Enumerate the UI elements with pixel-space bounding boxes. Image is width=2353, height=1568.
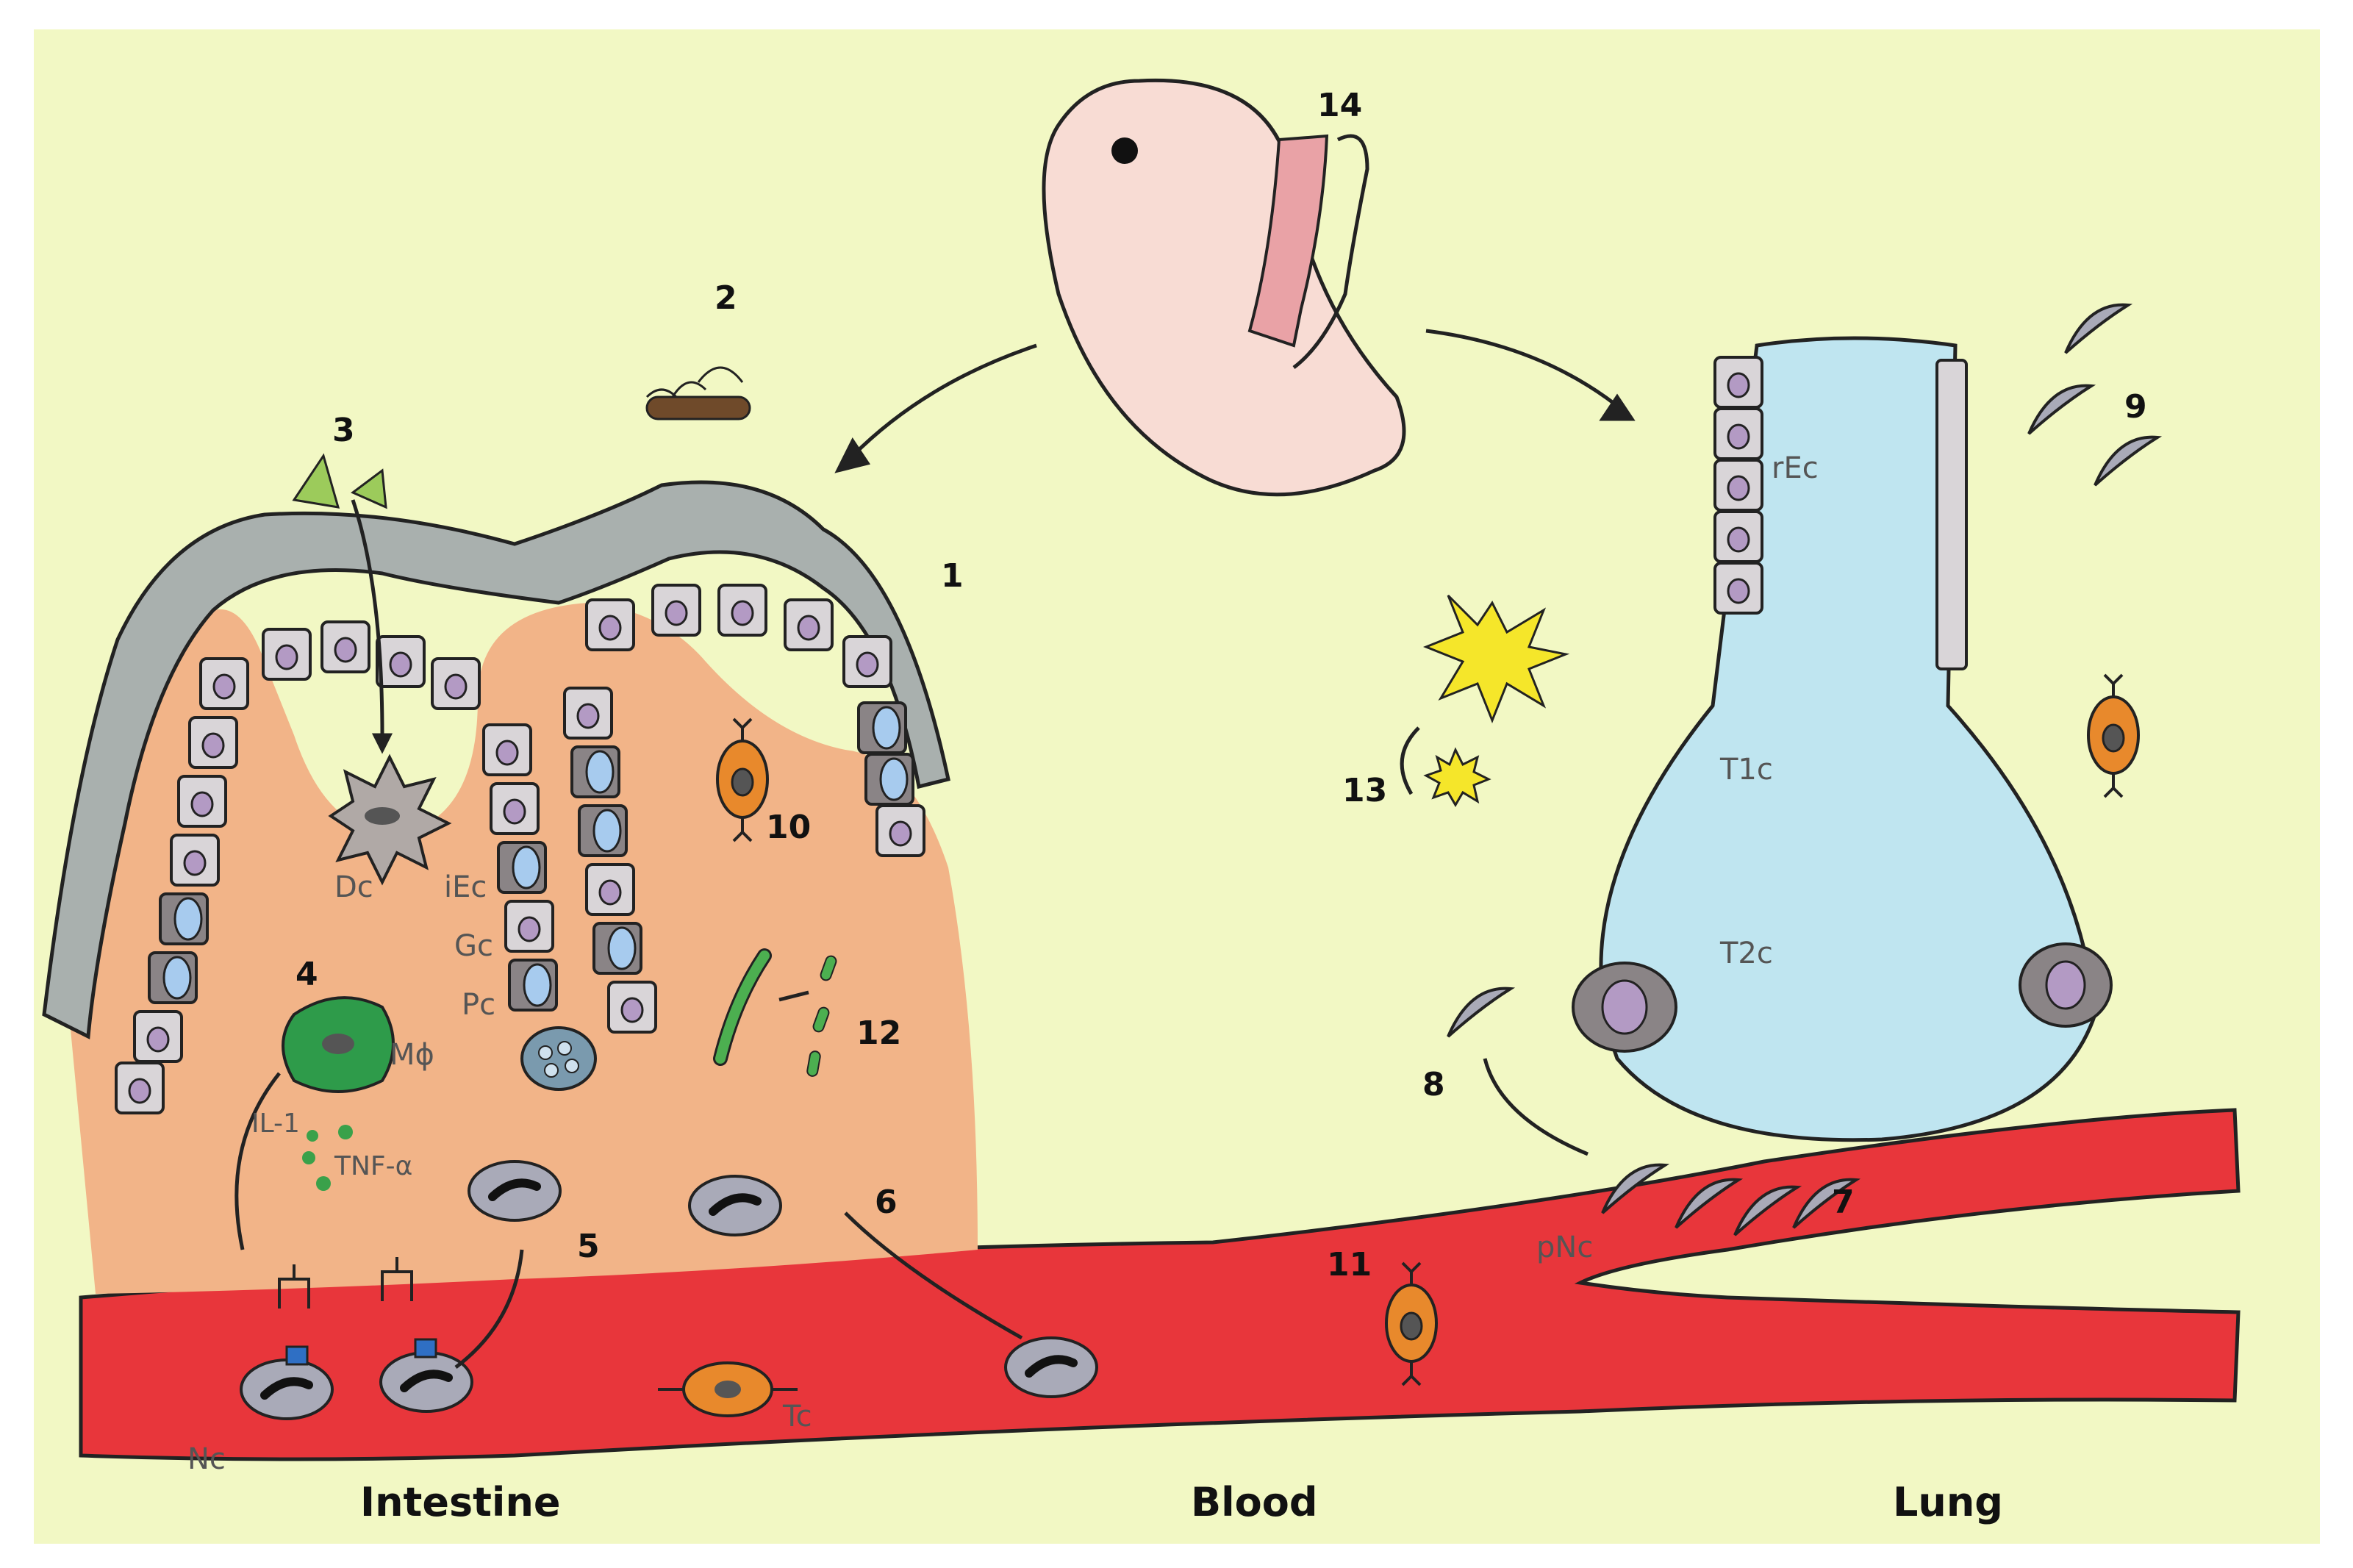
label-mphi: Mɸ [390, 1038, 434, 1072]
label-t1c: T1c [1719, 753, 1773, 787]
num-11: 11 [1327, 1246, 1372, 1284]
label-pc: Pc [462, 988, 495, 1022]
cell-labels: Dc iEc Gc Pc Mɸ IL-1 TNF-α Nc Tc pNc rEc… [187, 451, 1819, 1476]
lung-alveolus [1572, 336, 2113, 1142]
num-5: 5 [577, 1228, 600, 1265]
t2c-cell-left [1572, 962, 1677, 1053]
microbe-rod-icon [713, 948, 837, 1077]
label-gc: Gc [454, 929, 493, 963]
label-iec: iEc [444, 870, 487, 904]
region-blood: Blood [1191, 1479, 1318, 1525]
region-lung: Lung [1893, 1479, 2003, 1525]
num-9: 9 [2124, 388, 2147, 426]
crypt-cells-middle [482, 687, 657, 1091]
num-10: 10 [766, 809, 811, 846]
arrows [234, 329, 1636, 1369]
num-2: 2 [715, 279, 737, 317]
num-1: 1 [941, 557, 964, 595]
label-tc: Tc [782, 1400, 812, 1433]
num-14: 14 [1317, 87, 1362, 124]
numbers: 14 2 3 1 9 10 4 12 13 8 7 6 5 11 [296, 87, 2147, 1284]
bacterium-icon [645, 366, 751, 420]
label-pnc: pNc [1536, 1231, 1593, 1264]
num-6: 6 [875, 1184, 898, 1221]
fetus-icon [1042, 78, 1406, 497]
label-il1: IL-1 [251, 1109, 300, 1139]
paneth-cell [520, 1026, 597, 1091]
num-3: 3 [332, 412, 355, 449]
num-13: 13 [1342, 772, 1387, 809]
label-dc: Dc [334, 870, 373, 904]
t-cell-icon [658, 673, 2140, 1417]
dendritic-cell-icon [328, 753, 452, 886]
label-t2c: T2c [1719, 937, 1773, 970]
label-nc: Nc [187, 1442, 226, 1476]
num-4: 4 [296, 956, 318, 993]
receptor-icons [285, 1338, 437, 1366]
region-intestine: Intestine [360, 1479, 561, 1525]
num-12: 12 [856, 1014, 901, 1052]
t2c-cell-right [2019, 942, 2113, 1028]
antigen-triangle-icon [292, 453, 387, 509]
num-7: 7 [1832, 1184, 1855, 1221]
spark-icon [1422, 594, 1570, 807]
label-rec: rEc [1772, 451, 1819, 485]
macrophage-icon [282, 996, 395, 1093]
cytokine-dots [302, 1125, 353, 1191]
airway-cells-right [1935, 359, 1968, 670]
num-8: 8 [1422, 1066, 1445, 1103]
airway-cells-left [1713, 356, 1763, 615]
endothelial-receptors [278, 1257, 413, 1309]
region-labels: Intestine Blood Lung [360, 1479, 2003, 1525]
label-tnf: TNF-α [334, 1151, 412, 1181]
